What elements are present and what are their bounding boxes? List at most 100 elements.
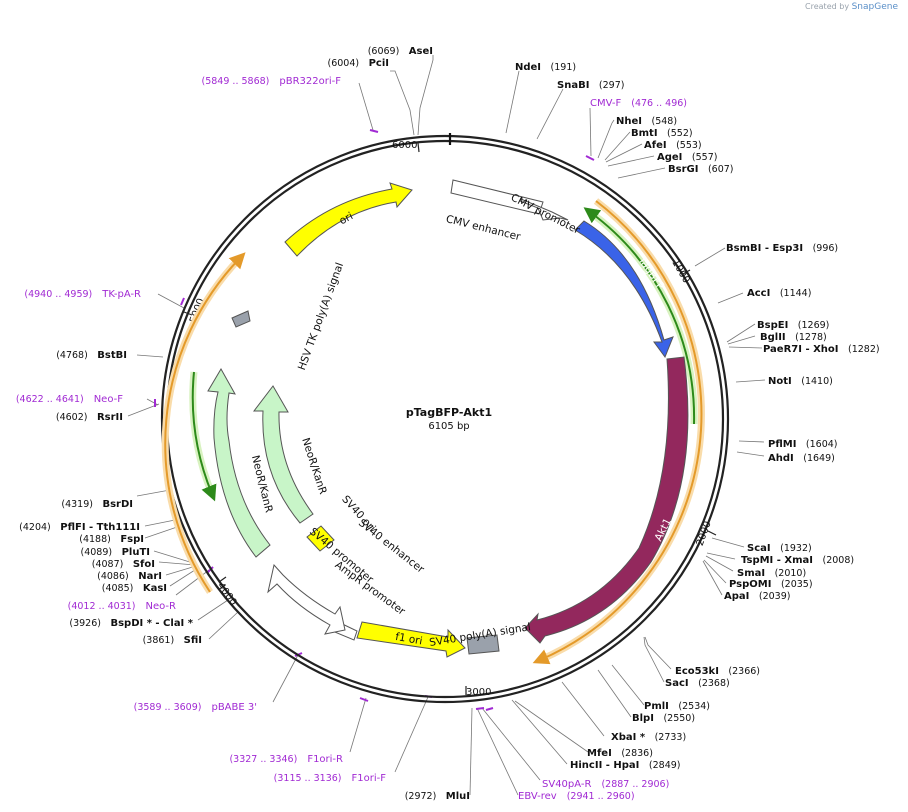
neor-kanr-inner-arrow (252, 385, 314, 524)
site-label-sfii: (3861) SfiI (143, 635, 202, 646)
feature-label-f1-ori: f1 ori (394, 631, 423, 648)
site-label-apai: ApaI (2039) (724, 591, 790, 602)
akt1-arrow (524, 356, 689, 644)
scale-ticks (183, 142, 717, 695)
site-name: NdeI (515, 62, 541, 73)
tick-label-4000: 4000 (215, 581, 239, 608)
site-name: PciI (369, 58, 389, 69)
primer-name: Neo-F (94, 394, 124, 405)
site-position: (2039) (759, 591, 791, 602)
primer-name: TK-pA-R (101, 289, 141, 300)
site-position: (2733) (655, 732, 687, 743)
site-position: (2366) (728, 666, 760, 677)
site-position: (2010) (775, 568, 807, 579)
site-position: (2035) (781, 579, 813, 590)
site-name: AseI (409, 46, 433, 57)
site-label-pluti: (4089) PluTI (80, 547, 150, 558)
site-position: (4768) (56, 350, 88, 361)
site-label-smai: SmaI (2010) (737, 568, 806, 579)
site-name: BglII (760, 332, 786, 343)
site-name: AccI (747, 288, 770, 299)
primer-name: pBR322ori-F (279, 76, 341, 87)
site-position: (996) (813, 243, 839, 254)
feature-label-ori: ori (337, 210, 355, 227)
site-label-nhei: NheI (548) (616, 116, 677, 127)
site-position: (3861) (143, 635, 175, 646)
site-label-bsmbi-esp3i: BsmBI - Esp3I (996) (726, 243, 838, 254)
site-name: BspDI * - ClaI * (110, 618, 193, 629)
site-label-nari: (4086) NarI (97, 571, 162, 582)
site-label-pflmi: PflMI (1604) (768, 439, 838, 450)
orf-arcs (161, 198, 705, 665)
plasmid-name: pTagBFP-Akt1 (406, 406, 492, 419)
site-label-kasi: (4085) KasI (102, 583, 167, 594)
primer-name: F1ori-R (307, 754, 343, 765)
primer-range: (3115 .. 3136) (274, 773, 342, 784)
credit-prefix: Created by (805, 2, 850, 11)
site-name: AhdI (768, 453, 794, 464)
tick-label-3000: 3000 (466, 687, 491, 698)
site-position: (6004) (328, 58, 360, 69)
site-name: BsrGI (668, 164, 698, 175)
cmv-enhancer-arrow (450, 179, 544, 215)
site-name: SnaBI (557, 80, 589, 91)
site-position: (4602) (56, 412, 88, 423)
site-name: BsmBI - Esp3I (726, 243, 803, 254)
site-position: (1932) (780, 543, 812, 554)
credit-brand: SnapGene (851, 2, 898, 12)
plasmid-size: 6105 bp (428, 421, 469, 432)
site-name: KasI (143, 583, 167, 594)
site-label-tspmi-xmai: TspMI - XmaI (2008) (741, 555, 854, 566)
site-name: NarI (138, 571, 162, 582)
primer-range: (476 .. 496) (631, 98, 687, 109)
site-name: PflMI (768, 439, 796, 450)
site-position: (4204) (19, 522, 51, 533)
site-name: ApaI (724, 591, 749, 602)
primer-label-f1ori-f: (3115 .. 3136) F1ori-F (274, 773, 387, 784)
site-position: (557) (692, 152, 718, 163)
site-label-afei: AfeI (553) (644, 140, 702, 151)
site-label-hincii-hpai: HincII - HpaI (2849) (570, 760, 681, 771)
leader-lines (127, 55, 766, 796)
site-name: PflFI - Tth111I (60, 522, 140, 533)
site-name: Eco53kI (675, 666, 719, 677)
site-position: (3926) (69, 618, 101, 629)
primer-range: (4012 .. 4031) (68, 601, 136, 612)
primer-labels: (5849 .. 5868) pBR322ori-F CMV-F (476 .. … (16, 76, 687, 802)
site-label-saci: SacI (2368) (665, 678, 730, 689)
hsv-tk-polya-box (231, 310, 251, 328)
primer-name: Neo-R (146, 601, 177, 612)
site-name: SacI (665, 678, 689, 689)
primer-range: (2887 .. 2906) (601, 779, 669, 790)
site-name: PluTI (122, 547, 150, 558)
site-position: (552) (667, 128, 693, 139)
primer-label-neo-f: (4622 .. 4641) Neo-F (16, 394, 123, 405)
site-position: (2836) (621, 748, 653, 759)
site-position: (1269) (798, 320, 830, 331)
site-label-pmli: PmlI (2534) (644, 701, 710, 712)
primer-name: F1ori-F (352, 773, 387, 784)
site-label-sfoi: (4087) SfoI (92, 559, 155, 570)
primer-name: CMV-F (590, 98, 621, 109)
site-name: BspEI (757, 320, 788, 331)
site-label-acci: AccI (1144) (747, 288, 811, 299)
site-name: BmtI (631, 128, 658, 139)
site-position: (2008) (823, 555, 855, 566)
primer-label-f1ori-r: (3327 .. 3346) F1ori-R (229, 754, 343, 765)
primer-range: (5849 .. 5868) (202, 76, 270, 87)
site-name: SfiI (184, 635, 202, 646)
features (207, 179, 689, 658)
site-position: (4319) (61, 499, 93, 510)
site-label-snabi: SnaBI (297) (557, 80, 624, 91)
site-position: (2972) (405, 791, 437, 802)
site-position: (2849) (649, 760, 681, 771)
sv40-promoter-arrow (267, 563, 346, 635)
primer-label-ebv-rev: EBV-rev (2941 .. 2960) (518, 791, 635, 802)
neor-kanr-outer-arrow (207, 367, 271, 558)
site-position: (607) (708, 164, 734, 175)
site-label-ndei: NdeI (191) (515, 62, 576, 73)
site-label-xbai: XbaI * (2733) (611, 732, 686, 743)
site-position: (1604) (806, 439, 838, 450)
site-position: (297) (599, 80, 625, 91)
